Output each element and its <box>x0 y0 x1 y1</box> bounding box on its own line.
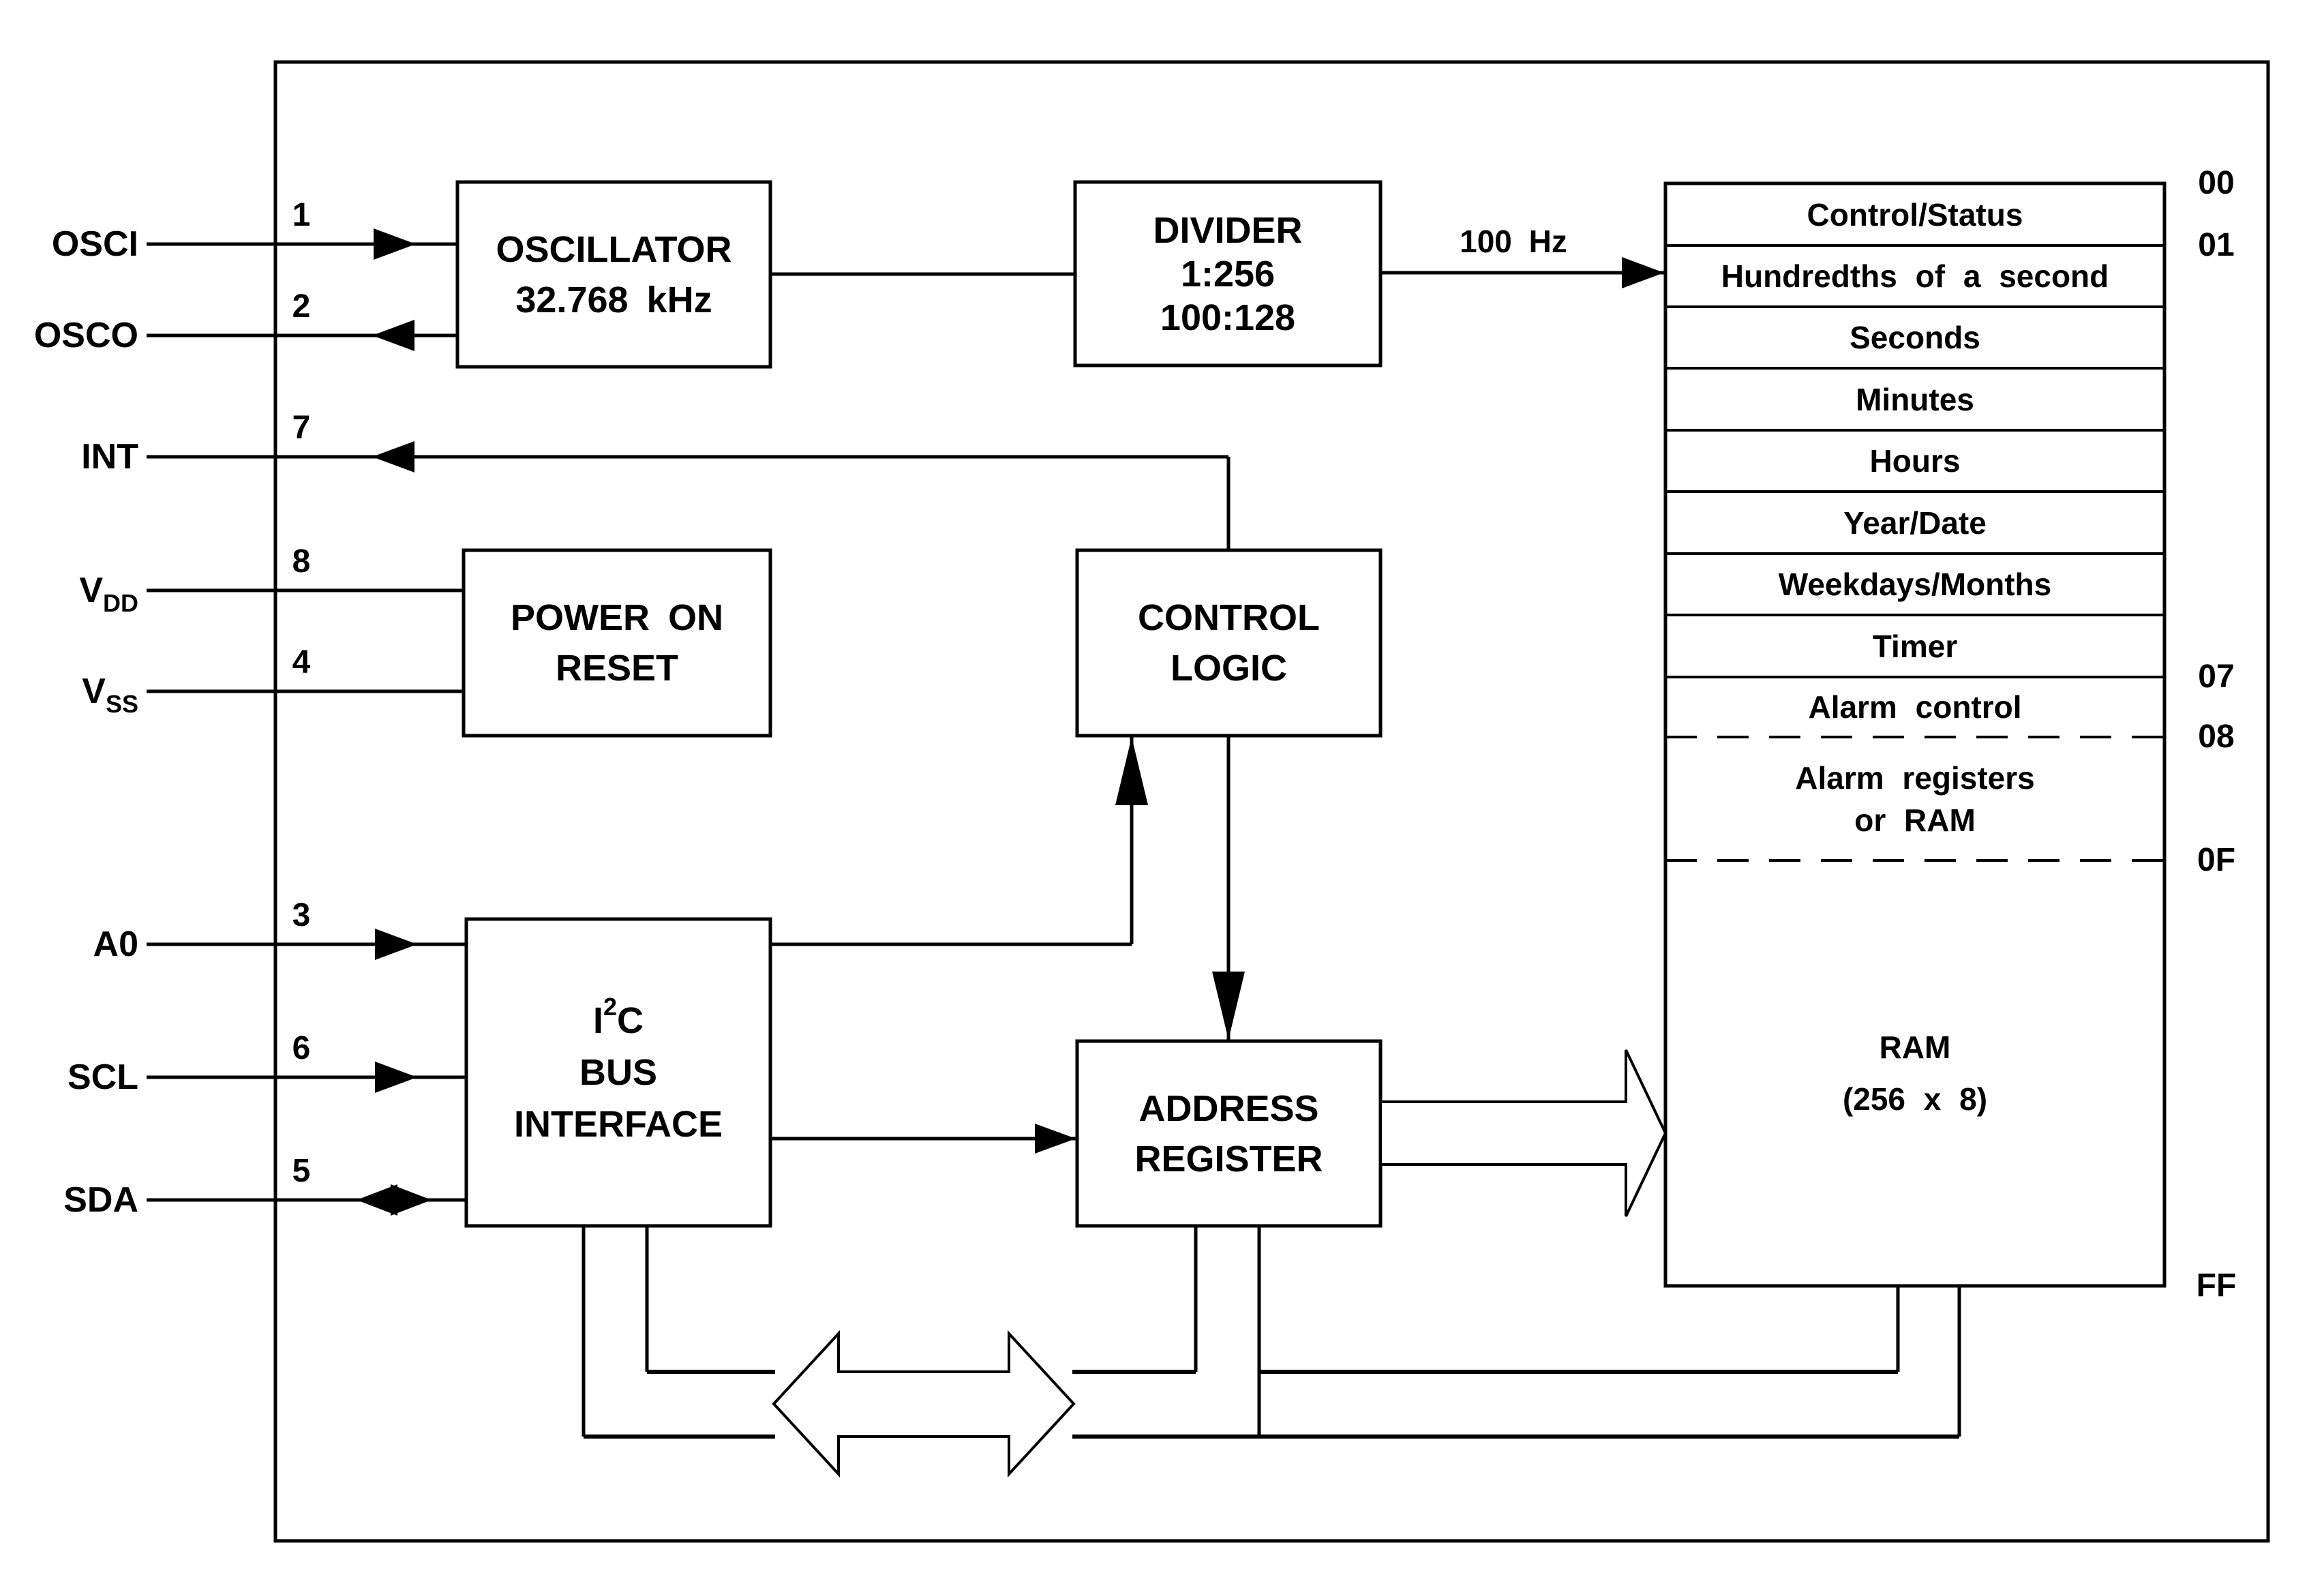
address-register-line2: REGISTER <box>1134 1138 1323 1180</box>
register-map-table <box>1663 181 2167 1288</box>
register-row-alarm-registers: Alarm registers or RAM <box>1665 737 2164 860</box>
pin-label-scl: SCL <box>67 1060 138 1095</box>
pin-label-osco: OSCO <box>34 318 138 353</box>
arrowhead-scl-in <box>375 1062 417 1093</box>
divider-ratio-2: 100:128 <box>1160 297 1296 338</box>
pin-number-4: 4 <box>292 644 311 680</box>
register-row-ram: RAM (256 x 8) <box>1665 860 2164 1286</box>
pin-label-text: SCL <box>67 1057 138 1097</box>
address-bus-block-arrow <box>1379 1049 1667 1217</box>
pin-label-a0: A0 <box>93 927 138 962</box>
register-row-weekdays-months: Weekdays/Months <box>1778 567 2052 602</box>
bus-horizontal-lines <box>584 1370 1959 1439</box>
arrowhead-i2c-to-addressregister <box>1035 1124 1076 1154</box>
address-label-07: 07 <box>2198 659 2235 695</box>
chip-boundary <box>273 60 2270 1543</box>
internal-wires <box>770 271 1665 1141</box>
address-label-0F: 0F <box>2197 842 2236 878</box>
pin-label-text: OSCO <box>33 316 138 355</box>
register-row-control-status: Control/Status <box>1807 196 2023 232</box>
function-blocks <box>455 180 1383 1228</box>
pin-number-2: 2 <box>292 288 311 325</box>
divider-ratio-1: 1:256 <box>1180 253 1276 295</box>
pin-label-vss: VSS <box>82 672 138 717</box>
pin-label-text: OSCI <box>51 224 138 264</box>
power-on-reset-block <box>462 548 772 738</box>
pin-label-text: V <box>79 571 103 610</box>
control-logic-line1: CONTROL <box>1138 597 1320 638</box>
oscillator-frequency: 32.768 kHz <box>515 279 712 320</box>
address-register-line1: ADDRESS <box>1138 1087 1319 1129</box>
i2c-letter-i: I <box>592 1000 603 1041</box>
alarm-registers-line2: or RAM <box>1854 802 1976 838</box>
pin-number-6: 6 <box>292 1030 311 1066</box>
ram-title: RAM <box>1879 1030 1951 1065</box>
register-row-minutes: Minutes <box>1856 381 1974 417</box>
bidirectional-data-bus-arrow <box>772 1330 1076 1478</box>
pin-label-text: A0 <box>93 925 138 964</box>
register-row-alarm-control: Alarm control <box>1808 689 2022 725</box>
address-label-FF: FF <box>2196 1267 2237 1304</box>
address-register-caption: ADDRESS REGISTER <box>1077 1041 1380 1226</box>
address-label-00: 00 <box>2198 165 2235 201</box>
control-logic-caption: CONTROL LOGIC <box>1077 550 1380 736</box>
data-bus <box>582 1226 1961 1439</box>
pin-label-sda: SDA <box>63 1182 138 1218</box>
address-label-01: 01 <box>2198 227 2235 263</box>
pin-label-vdd: VDD <box>79 571 138 616</box>
power-on-reset-line2: RESET <box>555 648 679 689</box>
divider-output-label: 100 Hz <box>1460 224 1567 259</box>
arrowhead-osco-out <box>372 320 414 351</box>
pin-label-subscript: DD <box>103 589 138 617</box>
oscillator-title: OSCILLATOR <box>496 228 732 270</box>
arrowhead-into-addressregister <box>1212 972 1245 1040</box>
i2c-title: I2C <box>593 995 644 1047</box>
register-row-year-date: Year/Date <box>1843 505 1987 541</box>
i2c-bus-interface-caption: I2C BUS INTERFACE <box>466 919 770 1226</box>
pin-number-7: 7 <box>292 410 311 446</box>
ram-size: (256 x 8) <box>1842 1081 1988 1117</box>
pin-number-5: 5 <box>292 1153 311 1189</box>
arrowhead-sda-left <box>357 1184 397 1216</box>
register-row-seconds: Seconds <box>1850 320 1980 355</box>
arrowhead-100hz-in <box>1622 257 1664 288</box>
control-logic-line2: LOGIC <box>1171 648 1287 689</box>
divider-title: DIVIDER <box>1153 209 1303 251</box>
arrowhead-a0-in <box>375 929 417 960</box>
pin-label-text: SDA <box>63 1180 138 1220</box>
pin-number-3: 3 <box>292 897 311 933</box>
divider-block <box>1073 180 1383 367</box>
register-row-hundredths: Hundredths of a second <box>1721 258 2109 294</box>
register-row-dividers <box>1665 244 2164 862</box>
i2c-line3: INTERFACE <box>513 1104 723 1145</box>
arrowhead-sda-right <box>391 1184 432 1216</box>
divider-caption: DIVIDER 1:256 100:128 <box>1075 182 1380 365</box>
alarm-registers-line1: Alarm registers <box>1795 760 2035 796</box>
i2c-superscript-2: 2 <box>603 993 618 1021</box>
register-row-timer: Timer <box>1872 628 1958 664</box>
i2c-letter-c: C <box>617 1000 644 1041</box>
arrowhead-int-out <box>372 441 414 472</box>
pin-label-osci: OSCI <box>52 226 138 262</box>
arrowhead-osci-in <box>374 228 416 260</box>
oscillator-caption: OSCILLATOR 32.768 kHz <box>457 182 770 367</box>
i2c-bus-interface-block <box>464 917 772 1228</box>
pin-label-subscript: SS <box>105 690 138 718</box>
control-logic-block <box>1075 548 1383 738</box>
address-label-08: 08 <box>2198 719 2235 755</box>
arrowhead-into-controllogic <box>1115 737 1148 805</box>
power-on-reset-line1: POWER ON <box>510 597 723 638</box>
arrowheads <box>357 228 1664 1216</box>
pin-label-text: INT <box>81 437 138 477</box>
pin-label-int: INT <box>81 439 138 475</box>
register-row-hours: Hours <box>1869 443 1961 479</box>
address-register-block <box>1075 1039 1383 1228</box>
i2c-line2: BUS <box>579 1052 657 1093</box>
pin-number-1: 1 <box>292 197 311 233</box>
power-on-reset-caption: POWER ON RESET <box>464 550 770 736</box>
pin-label-text: V <box>82 672 106 711</box>
oscillator-block <box>455 180 772 369</box>
pin-number-8: 8 <box>292 543 311 580</box>
